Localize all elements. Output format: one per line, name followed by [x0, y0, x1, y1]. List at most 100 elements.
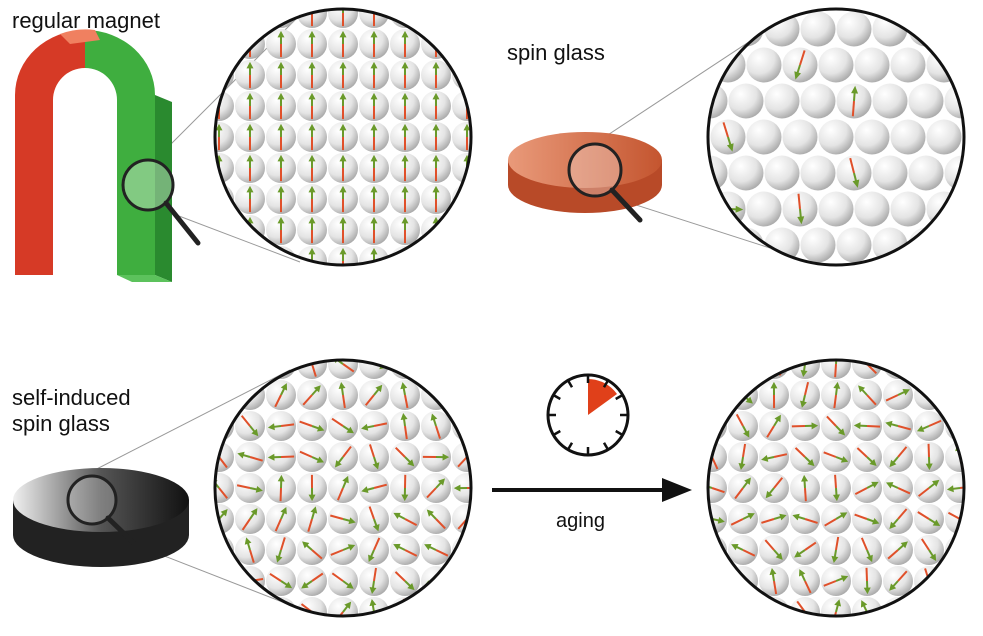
spin-arrow-icon: [864, 630, 871, 636]
atom: [421, 628, 451, 636]
atom: [708, 191, 710, 227]
atom: [173, 380, 203, 410]
atom: [657, 84, 692, 119]
spin-arrow-icon: [426, 509, 446, 530]
atom: [945, 360, 964, 379]
atom: [483, 597, 513, 627]
spin-arrow-icon: [430, 413, 441, 439]
atom: [883, 628, 913, 636]
atom: [514, 380, 544, 410]
atom: [746, 9, 782, 11]
spin-arrow-icon: [639, 542, 660, 558]
atom: [215, 380, 234, 410]
spin-arrow-icon: [245, 630, 254, 636]
spin-arrow-icon: [463, 247, 471, 265]
spin-arrow-icon: [799, 569, 812, 594]
atom: [514, 411, 544, 441]
spin-arrow-icon: [674, 384, 687, 407]
atom: [142, 29, 172, 59]
atom: [708, 47, 710, 83]
spin-arrow-icon: [884, 361, 912, 369]
spin-arrow-icon: [339, 30, 347, 58]
spin-arrow-icon: [734, 477, 751, 500]
spin-arrow-icon: [463, 61, 471, 89]
atom: [729, 300, 764, 335]
spin-arrow-icon: [309, 279, 316, 305]
spin-arrow-icon: [432, 599, 441, 616]
atom: [728, 83, 764, 119]
spin-arrow-icon: [339, 185, 347, 213]
spin-arrow-icon: [336, 475, 349, 501]
spin-arrow-icon: [432, 92, 440, 120]
atom: [926, 9, 962, 11]
atom: [452, 628, 482, 636]
spin-arrow-icon: [831, 536, 840, 563]
atom: [945, 300, 980, 335]
spin-arrow-icon: [978, 330, 983, 338]
spin-arrow-icon: [734, 600, 751, 616]
spin-arrow-icon: [393, 512, 418, 527]
spin-arrow-icon: [369, 567, 377, 595]
atom: [452, 566, 471, 596]
atom: [782, 119, 818, 155]
atom: [514, 349, 544, 379]
spin-arrow-icon: [917, 328, 941, 339]
spin-arrow-icon: [246, 154, 254, 182]
atom: [514, 60, 544, 90]
spin-arrow-icon: [246, 185, 254, 213]
atom: [483, 60, 513, 90]
atom: [142, 597, 172, 627]
spin-arrow-icon: [732, 326, 755, 339]
atom: [914, 380, 944, 410]
spin-arrow-icon: [185, 382, 194, 407]
atom: [746, 263, 782, 265]
spin-arrow-icon: [277, 61, 285, 89]
spin-arrow-icon: [770, 381, 778, 409]
spin-arrow-icon: [308, 61, 316, 89]
spin-arrow-icon: [249, 9, 251, 27]
atom: [142, 318, 172, 348]
spin-arrow-icon: [330, 514, 356, 525]
spin-arrow-icon: [154, 31, 161, 57]
atom: [635, 566, 665, 596]
atom: [297, 318, 327, 348]
spin-arrow-icon: [526, 0, 533, 26]
atom: [657, 300, 692, 335]
spin-arrow-icon: [185, 62, 192, 88]
spin-arrow-icon: [954, 537, 964, 563]
atom: [708, 11, 728, 47]
atom: [235, 360, 265, 379]
atom: [215, 360, 234, 379]
spin-arrow-icon: [920, 538, 937, 562]
atom: [800, 11, 836, 47]
atom: [621, 84, 656, 119]
spin-arrow-icon: [400, 382, 409, 409]
spin-arrow-icon: [274, 632, 289, 636]
spin-arrow-icon: [277, 92, 285, 120]
spin-arrow-icon: [236, 484, 263, 493]
spin-arrow-icon: [334, 445, 352, 468]
spin-arrow-icon: [308, 92, 316, 120]
spin-arrow-icon: [677, 538, 687, 563]
atom: [421, 360, 451, 379]
atom: [297, 628, 327, 636]
spin-arrow-icon: [399, 321, 409, 346]
atom: [483, 246, 513, 276]
spin-arrow-icon: [889, 570, 908, 591]
atom: [908, 83, 944, 119]
atom: [818, 119, 854, 155]
spin-arrow-icon: [495, 31, 502, 57]
spin-arrow-icon: [400, 412, 408, 440]
atom: [759, 628, 789, 636]
atom: [728, 11, 764, 47]
spin-arrow-icon: [177, 573, 198, 589]
spin-arrow-icon: [495, 279, 502, 305]
spin-arrow-icon: [176, 452, 200, 463]
spin-arrow-icon: [368, 537, 381, 563]
spin-arrow-icon: [918, 479, 940, 497]
atom: [976, 318, 983, 348]
atom: [639, 48, 674, 83]
spin-arrow-icon: [463, 123, 471, 151]
atom: [962, 9, 964, 11]
spin-arrow-icon: [638, 329, 663, 339]
